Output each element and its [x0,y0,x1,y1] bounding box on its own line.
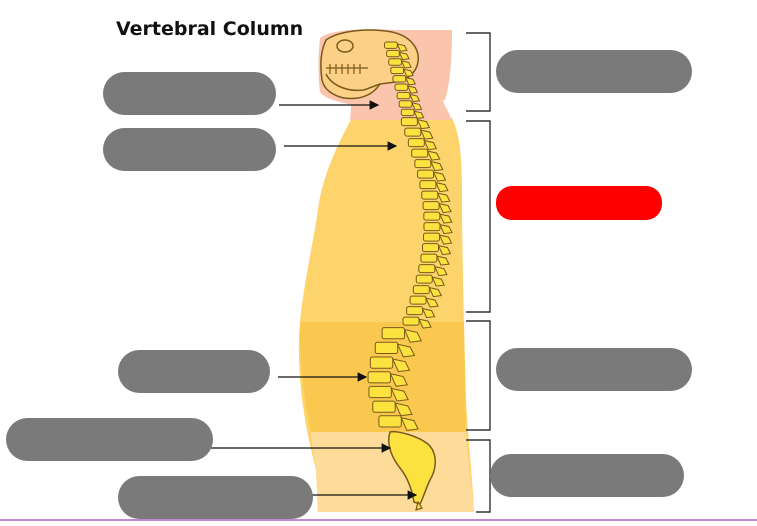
label-thoracic-region[interactable] [496,186,662,220]
bottom-border [0,519,757,521]
vertebra-process-16 [436,192,451,203]
vertebra-process-5 [406,85,419,94]
bracket-thoracic [466,120,491,313]
vertebra-body-22 [420,253,438,263]
vertebra-process-30 [396,343,416,358]
vertebra-process-32 [389,372,409,387]
vertebra-process-22 [436,255,450,266]
vertebra-process-28 [418,318,432,329]
vertebra-process-26 [425,297,439,308]
vertebra-body-4 [392,75,407,83]
vertebra-body-23 [418,264,436,274]
vertebra-body-2 [388,58,403,66]
vertebra-process-27 [421,307,436,319]
vertebra-process-1 [398,51,410,61]
vertebra-process-6 [409,93,421,103]
vertebra-process-18 [438,213,453,224]
vertebra-body-13 [414,159,432,169]
vertebra-body-25 [412,285,430,295]
vertebra-process-3 [402,68,414,77]
vertebra-body-6 [396,91,411,100]
vertebra-body-17 [422,201,440,211]
label-cervical-region[interactable] [496,50,692,93]
vertebra-process-12 [426,150,441,161]
bracket-lumbar [466,320,491,431]
vertebra-body-32 [367,371,391,384]
vertebra-body-20 [423,232,441,242]
vertebra-body-0 [384,41,398,49]
vertebra-process-4 [404,76,417,86]
label-thoracic-arrow[interactable] [103,128,276,171]
vertebra-process-23 [433,265,448,277]
vertebra-body-24 [415,274,433,284]
vertebra-process-35 [400,417,419,431]
bracket-cervical [466,32,491,112]
vertebra-process-13 [429,160,444,172]
vertebra-body-16 [421,190,439,200]
vertebra-body-5 [394,83,409,91]
vertebra-process-19 [439,223,453,235]
vertebra-body-7 [398,100,413,108]
vertebra-process-11 [423,139,438,151]
vertebra-process-14 [432,171,447,182]
vertebra-body-33 [368,385,392,399]
vertebra-body-3 [390,66,405,75]
label-sacral-region[interactable] [490,454,684,497]
vertebra-body-11 [407,138,425,148]
vertebra-body-19 [423,222,441,232]
vertebra-body-12 [411,148,429,158]
teeth [326,64,368,74]
vertebra-process-20 [438,234,453,245]
vertebra-process-10 [419,129,434,140]
vertebra-body-8 [400,108,415,117]
vertebra-body-34 [372,400,396,413]
label-lumbar-arrow[interactable] [118,350,270,393]
vertebra-body-9 [400,117,418,127]
vertebra-process-8 [413,110,425,119]
vertebra-process-24 [431,276,446,287]
vertebra-body-35 [378,415,402,428]
eye-socket [336,39,354,53]
vertebra-body-14 [417,169,435,179]
vertebra-body-31 [369,356,394,369]
vertebra-process-29 [403,328,423,343]
vertebra-process-9 [416,118,431,130]
label-coccyx-arrow[interactable] [118,476,313,519]
vertebra-body-27 [406,306,424,316]
label-sacrum-arrow[interactable] [6,418,213,461]
vertebra-body-21 [422,243,440,253]
vertebra-process-21 [437,244,452,256]
vertebra-body-30 [374,341,399,354]
vertebra-process-17 [438,202,452,214]
vertebra-process-7 [411,102,423,111]
label-cervical-arrow[interactable] [103,72,276,115]
vertebra-process-0 [396,43,408,52]
jaw [325,73,381,92]
spine-vertebrae [367,41,453,431]
vertebra-process-25 [428,286,443,298]
label-lumbar-region[interactable] [496,348,692,391]
vertebra-body-26 [409,295,427,305]
vertebra-process-2 [400,60,412,69]
vertebra-body-10 [404,127,422,137]
vertebra-process-31 [391,358,411,373]
sacrum [388,430,436,505]
coccyx [415,500,423,511]
vertebra-process-15 [435,181,449,193]
diagram-title: Vertebral Column [116,18,304,40]
vertebra-body-28 [402,316,420,326]
vertebra-body-29 [381,327,406,340]
vertebra-process-34 [394,402,413,417]
vertebra-body-18 [423,211,441,221]
vertebra-process-33 [390,387,409,402]
vertebra-body-1 [386,49,400,58]
vertebra-body-15 [419,180,437,190]
